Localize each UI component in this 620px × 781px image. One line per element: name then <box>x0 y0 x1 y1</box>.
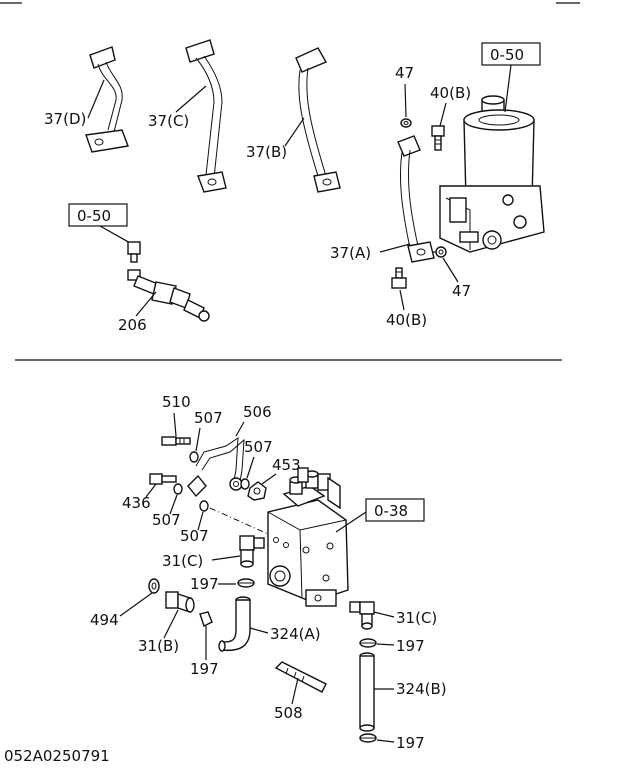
clip-197-c <box>359 638 377 648</box>
bolt-40b-upper <box>431 125 445 151</box>
leader-506 <box>235 421 245 437</box>
label-324a: 324(A) <box>270 625 321 643</box>
hose-324a <box>218 596 251 652</box>
label-506: 506 <box>243 403 272 421</box>
label-197-b: 197 <box>190 660 219 678</box>
leader-206 <box>135 291 157 317</box>
leader-508 <box>291 677 299 705</box>
fuel-filter-assembly <box>439 95 545 253</box>
leader-494 <box>119 592 153 617</box>
label-507-b: 507 <box>244 438 273 456</box>
label-47-upper: 47 <box>395 64 414 82</box>
leader-37d <box>87 79 105 119</box>
label-37d: 37(D) <box>44 110 86 128</box>
label-453: 453 <box>272 456 301 474</box>
pipe-37a <box>397 135 435 263</box>
alignment-line <box>209 507 269 535</box>
leader-47-upper <box>404 83 407 118</box>
washer-507-d <box>199 500 209 512</box>
label-37c: 37(C) <box>148 112 189 130</box>
leader-197-d <box>376 739 395 743</box>
bolt-510 <box>161 436 191 446</box>
label-507-d: 507 <box>180 527 209 545</box>
leader-31c-right <box>373 611 395 618</box>
leader-pump-ref <box>335 511 367 533</box>
leader-40b-upper <box>439 102 447 127</box>
label-197-d: 197 <box>396 734 425 752</box>
washer-507-b <box>240 478 250 490</box>
pipe-37b <box>295 47 341 193</box>
leader-40b-lower <box>399 289 405 311</box>
leader-510 <box>173 412 177 437</box>
washer-47-lower <box>435 246 447 258</box>
bolt-436 <box>149 473 177 485</box>
ref-box-connector <box>68 203 128 227</box>
band-508 <box>274 661 327 693</box>
leader-37a <box>379 243 411 253</box>
leader-37b <box>284 117 305 147</box>
label-40b-upper: 40(B) <box>430 84 471 102</box>
pipe-37d <box>85 46 129 153</box>
fitting-31b <box>165 591 195 613</box>
leader-507-b <box>246 456 255 479</box>
leader-197-c <box>376 643 395 646</box>
label-40b-lower: 40(B) <box>386 311 427 329</box>
leader-37c <box>175 85 207 113</box>
label-206: 206 <box>118 316 147 334</box>
leader-filter-ref <box>504 64 512 113</box>
label-31c-left: 31(C) <box>162 552 203 570</box>
hose-324b <box>359 652 375 732</box>
elbow-31c-right <box>349 601 375 630</box>
clip-197-a <box>237 578 255 588</box>
label-47-lower: 47 <box>452 282 471 300</box>
leader-connector-ref <box>99 225 133 245</box>
leader-324a <box>249 627 269 634</box>
leader-436 <box>145 483 157 498</box>
leader-507-c <box>169 494 178 515</box>
label-510: 510 <box>162 393 191 411</box>
label-37b: 37(B) <box>246 143 287 161</box>
leader-31c-left <box>211 555 241 561</box>
pipe-37c <box>185 39 227 193</box>
leader-453 <box>261 473 277 485</box>
clip-197-b <box>199 611 213 627</box>
leader-31b <box>163 609 179 639</box>
bolt-40b-lower <box>391 267 407 289</box>
label-508: 508 <box>274 704 303 722</box>
washer-507-a <box>189 451 199 463</box>
nut-453 <box>247 481 267 501</box>
elbow-31c-left <box>239 535 265 568</box>
injection-pump <box>267 467 349 607</box>
ref-filter: 0-50 <box>490 46 524 64</box>
label-507-a: 507 <box>194 409 223 427</box>
label-507-c: 507 <box>152 511 181 529</box>
label-197-c: 197 <box>396 637 425 655</box>
fitting-top-connector <box>127 241 141 263</box>
washer-494 <box>148 578 160 594</box>
label-197-a: 197 <box>190 575 219 593</box>
leader-47-lower <box>442 257 459 283</box>
label-37a: 37(A) <box>330 244 371 262</box>
leader-507-d <box>197 511 204 531</box>
label-31c-right: 31(C) <box>396 609 437 627</box>
pipe-506 <box>187 437 245 498</box>
drawing-number: 052A0250791 <box>4 747 110 765</box>
leader-507-a <box>195 427 201 452</box>
ref-connector: 0-50 <box>77 207 111 225</box>
washer-47-upper <box>400 118 412 128</box>
label-494: 494 <box>90 611 119 629</box>
clip-197-d <box>359 733 377 743</box>
label-324b: 324(B) <box>396 680 447 698</box>
label-436: 436 <box>122 494 151 512</box>
ref-pump: 0-38 <box>374 502 408 520</box>
ref-box-pump <box>365 498 425 522</box>
hose-assembly-206 <box>127 269 210 322</box>
washer-507-c <box>173 483 183 495</box>
label-31b: 31(B) <box>138 637 179 655</box>
